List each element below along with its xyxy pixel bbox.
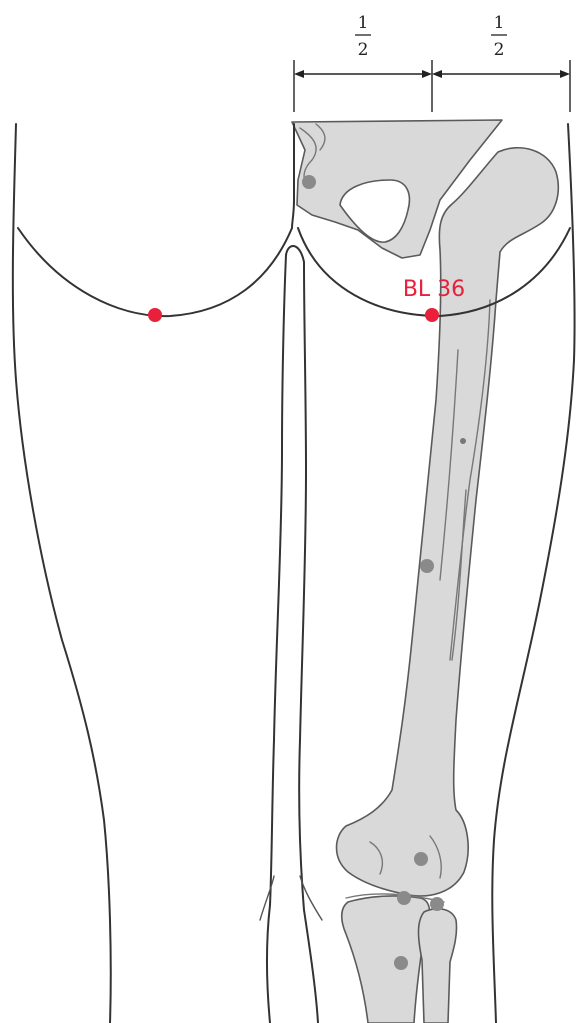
tibia-bone <box>342 896 430 1023</box>
right-gluteal-fold <box>298 228 570 316</box>
fibula-bone <box>419 909 457 1023</box>
acupoint-marker-bl36 <box>425 308 439 322</box>
left-fraction-numerator: 1 <box>358 13 369 33</box>
left-knee-crease <box>260 876 274 920</box>
arrowhead-right-end <box>560 70 570 78</box>
femur-bone <box>337 148 559 896</box>
left-leg-outer-contour <box>13 124 111 1023</box>
arrowhead-left-start <box>294 70 304 78</box>
arrowhead-right-start <box>432 70 442 78</box>
acupoint-marker-left <box>148 308 162 322</box>
arrowhead-left-end <box>422 70 432 78</box>
perineum-contour <box>286 246 304 262</box>
measurement-indicator: 1 2 1 2 <box>294 13 570 112</box>
left-leg-inner-contour <box>270 255 286 905</box>
right-calf-contour <box>304 910 318 1023</box>
acupoint-label-bl36: BL 36 <box>403 277 465 302</box>
right-fraction-denominator: 2 <box>494 40 505 60</box>
right-fraction-numerator: 1 <box>494 13 505 33</box>
natal-cleft <box>292 124 294 228</box>
right-leg-outer-contour <box>492 124 574 1023</box>
left-calf-contour <box>267 905 270 1023</box>
right-leg-inner-contour <box>299 262 306 910</box>
landmark-marker-femur-shaft <box>420 559 434 573</box>
obturator-foramen <box>340 180 409 242</box>
nutrient-foramen <box>460 438 466 444</box>
landmark-marker-tibia <box>394 956 408 970</box>
landmark-marker-femur-condyle <box>414 852 428 866</box>
landmark-marker-sacrum <box>302 175 316 189</box>
left-gluteal-fold <box>18 228 292 316</box>
landmark-marker-knee-joint-lateral <box>430 897 444 911</box>
left-fraction-denominator: 2 <box>358 40 369 60</box>
landmark-marker-knee-joint-medial <box>397 891 411 905</box>
